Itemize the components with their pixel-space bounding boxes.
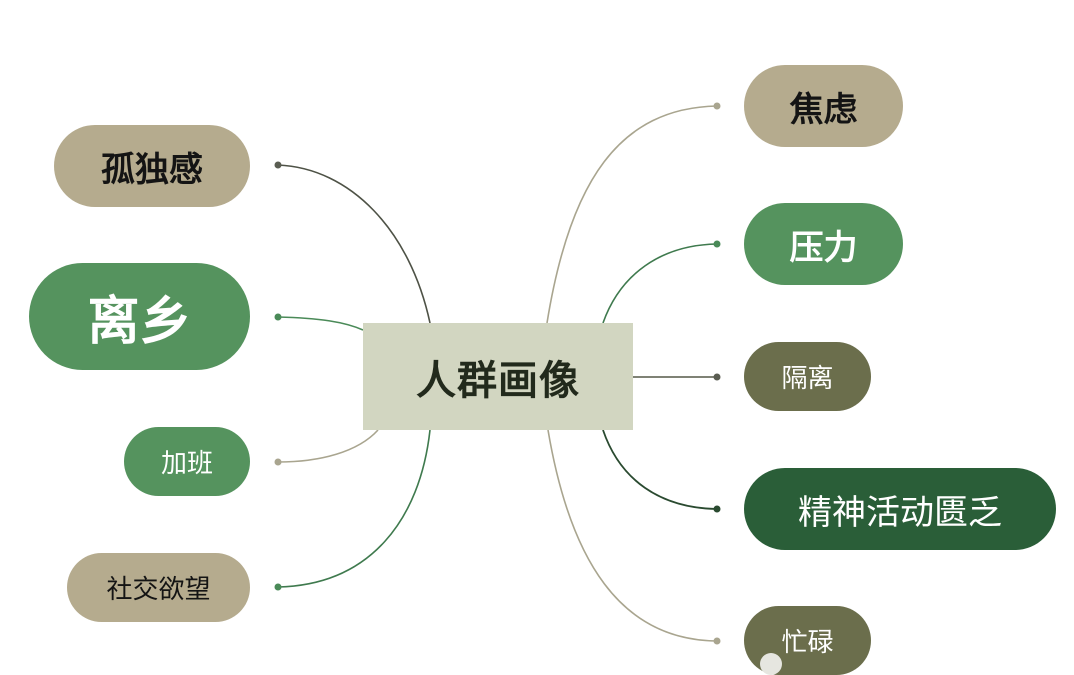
link-压力	[602, 243, 718, 324]
link-dot-离乡	[274, 313, 282, 321]
node-anxiety[interactable]: 焦虑	[744, 65, 903, 147]
connector-lines	[274, 102, 721, 645]
node-pressure[interactable]: 压力	[744, 203, 903, 285]
link-dot-加班	[274, 458, 282, 466]
link-精神活动匮乏	[602, 429, 718, 510]
node-isolation[interactable]: 隔离	[744, 342, 871, 411]
link-孤独感	[277, 164, 431, 324]
link-dot-焦虑	[713, 102, 721, 110]
link-忙碌	[547, 429, 718, 642]
node-lack-of-mental-activity-label: 精神活动匮乏	[798, 492, 1002, 533]
link-加班	[277, 429, 379, 463]
link-社交欲望	[277, 429, 431, 588]
node-anxiety-label: 焦虑	[789, 89, 858, 130]
node-leaving-home-label: 离乡	[87, 292, 192, 352]
watermark-circle-icon	[760, 653, 782, 675]
node-lack-of-mental-activity[interactable]: 精神活动匮乏	[744, 468, 1056, 550]
link-dot-压力	[713, 240, 721, 248]
link-dot-社交欲望	[274, 583, 282, 591]
center-topic-label: 人群画像	[416, 357, 580, 404]
link-离乡	[277, 316, 364, 331]
center-topic[interactable]: 人群画像	[363, 323, 633, 430]
link-dot-隔离	[713, 373, 721, 381]
node-pressure-label: 压力	[789, 227, 858, 268]
node-leaving-home[interactable]: 离乡	[29, 263, 250, 370]
link-dot-忙碌	[713, 637, 721, 645]
node-social-desire-label: 社交欲望	[106, 575, 211, 605]
node-isolation-label: 隔离	[781, 364, 834, 394]
node-social-desire[interactable]: 社交欲望	[67, 553, 250, 622]
link-dot-精神活动匮乏	[713, 505, 721, 513]
node-busy-label: 忙碌	[781, 628, 834, 658]
node-loneliness[interactable]: 孤独感	[54, 125, 250, 207]
node-overtime[interactable]: 加班	[124, 427, 250, 496]
link-dot-孤独感	[274, 161, 282, 169]
node-loneliness-label: 孤独感	[101, 149, 203, 190]
node-overtime-label: 加班	[160, 449, 213, 479]
link-焦虑	[546, 105, 718, 324]
